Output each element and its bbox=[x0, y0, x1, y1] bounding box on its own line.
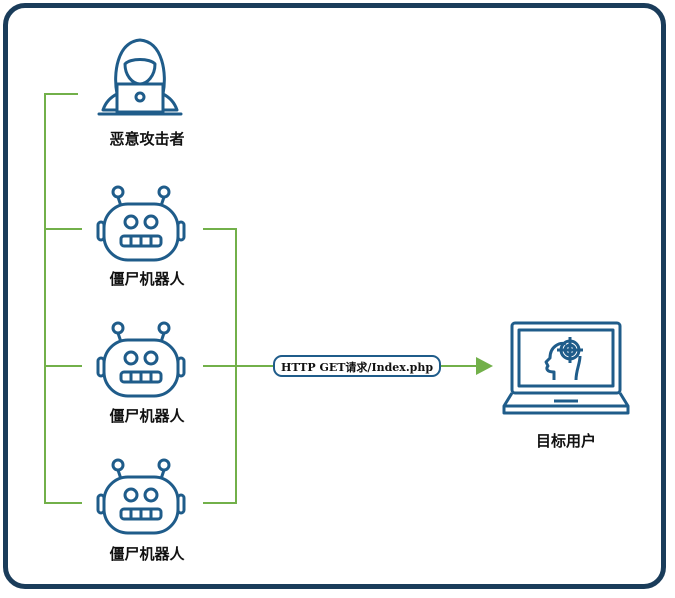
arrow-head-icon bbox=[476, 357, 493, 375]
target-label: 目标用户 bbox=[535, 432, 597, 450]
http-request-label: HTTP GET请求/Index.php bbox=[273, 355, 442, 377]
bot-1-label: 僵尸机器人 bbox=[109, 270, 185, 288]
laptop-target-icon bbox=[502, 321, 630, 415]
attacker-to-bots-bus bbox=[44, 93, 82, 504]
diagram-frame bbox=[3, 3, 666, 589]
hacker-icon bbox=[97, 38, 183, 116]
robot-icon bbox=[96, 458, 186, 535]
robot-icon bbox=[96, 321, 186, 398]
bot-3-label: 僵尸机器人 bbox=[109, 545, 185, 563]
attacker-label: 恶意攻击者 bbox=[109, 130, 185, 148]
robot-icon bbox=[96, 185, 186, 262]
bot-2-label: 僵尸机器人 bbox=[109, 407, 185, 425]
